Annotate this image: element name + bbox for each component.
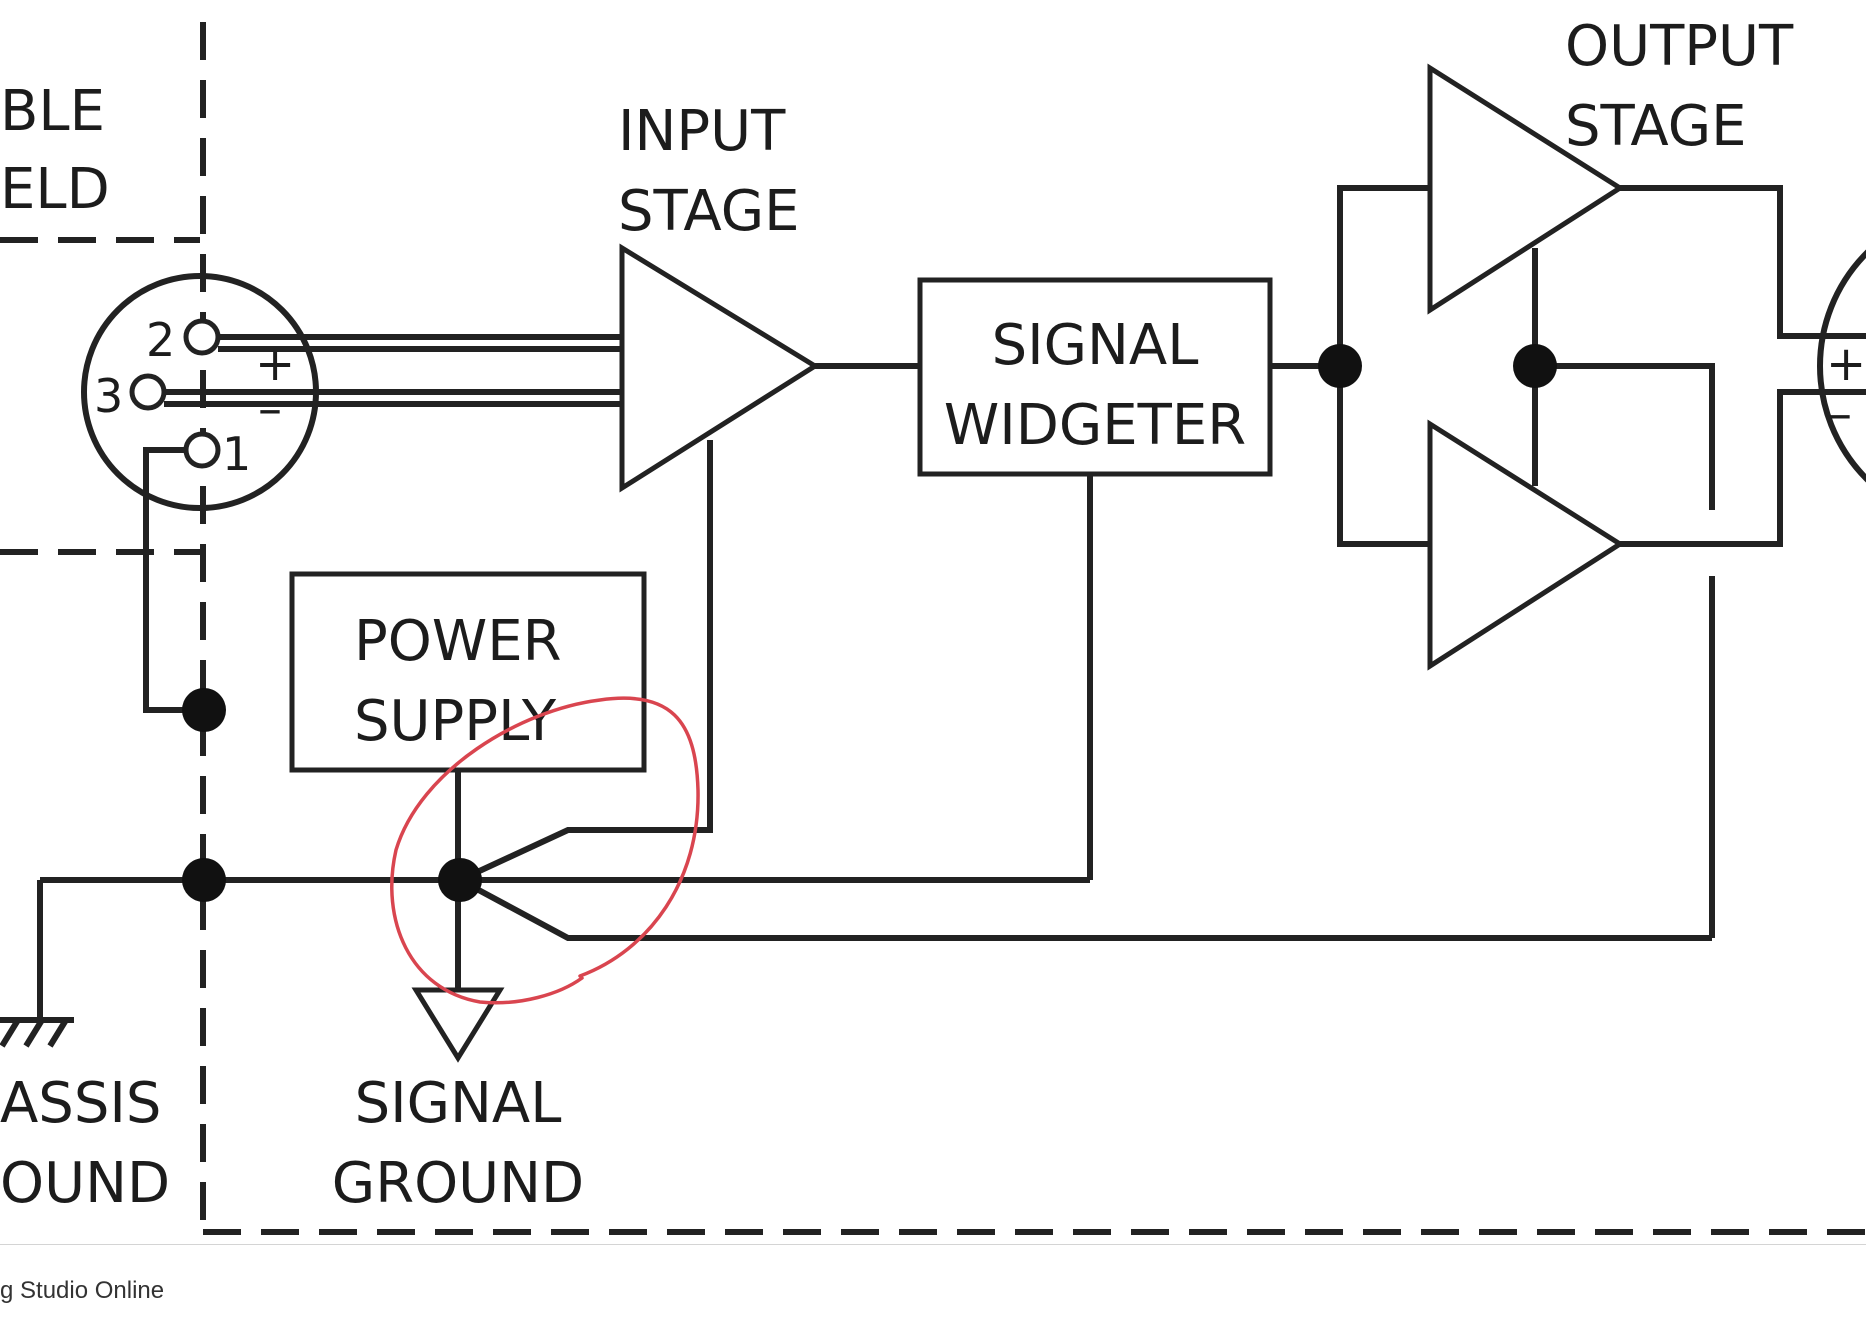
input-stage-label-line2: STAGE (618, 179, 800, 244)
output-xlr-connector: + – (1817, 249, 1866, 483)
footer-divider (0, 1244, 1866, 1245)
shield-label-line2: ELD (0, 157, 110, 222)
signal-widgeter-label-line1: SIGNAL (992, 313, 1199, 378)
junction-dots (182, 344, 1557, 902)
pin-3-label: 3 (94, 369, 123, 423)
output-stage-label-line2: STAGE (1565, 94, 1747, 159)
chassis-ground-symbol (0, 1017, 74, 1048)
chassis-junction-dot (182, 858, 226, 902)
pin-1 (183, 431, 221, 469)
star-ground-dot (438, 858, 482, 902)
output-minus-sign: – (1828, 386, 1852, 442)
power-supply-label-line1: POWER (354, 609, 562, 674)
output-split-dot (1318, 344, 1362, 388)
plus-sign: + (255, 336, 295, 392)
pin-2-label: 2 (146, 313, 175, 367)
chassis-ground-label-line1: ASSIS (0, 1071, 161, 1136)
shield-junction-dot (182, 688, 226, 732)
output-stage-label-line1: OUTPUT (1565, 14, 1794, 79)
chassis-ground-label-line2: OUND (0, 1151, 170, 1216)
signal-widgeter-label-line2: WIDGETER (944, 393, 1246, 458)
signal-ground-label-line1: SIGNAL (355, 1071, 562, 1136)
signal-ground-symbol (411, 987, 505, 1063)
output-plus-sign: + (1826, 336, 1866, 392)
shield-label-line1: BLE (0, 79, 105, 144)
output-stage-upper-amplifier (1427, 63, 1625, 315)
pin-3 (129, 373, 167, 411)
signal-widgeter-box (917, 277, 1273, 477)
footer-caption: g Studio Online (0, 1277, 165, 1304)
annotation-circle (390, 696, 700, 1005)
signal-ground-label-line2: GROUND (332, 1151, 584, 1216)
power-supply-box (289, 571, 647, 773)
output-stage-lower-amplifier (1427, 419, 1625, 671)
input-stage-label-line1: INPUT (618, 99, 786, 164)
output-coupling-dot (1513, 344, 1557, 388)
shield-boundary (0, 22, 1866, 1235)
pin-1-label: 1 (222, 427, 251, 481)
pin-2 (183, 318, 221, 356)
wiring-diagram: 2 3 1 + – (0, 14, 1866, 1235)
input-stage-amplifier (619, 243, 820, 493)
